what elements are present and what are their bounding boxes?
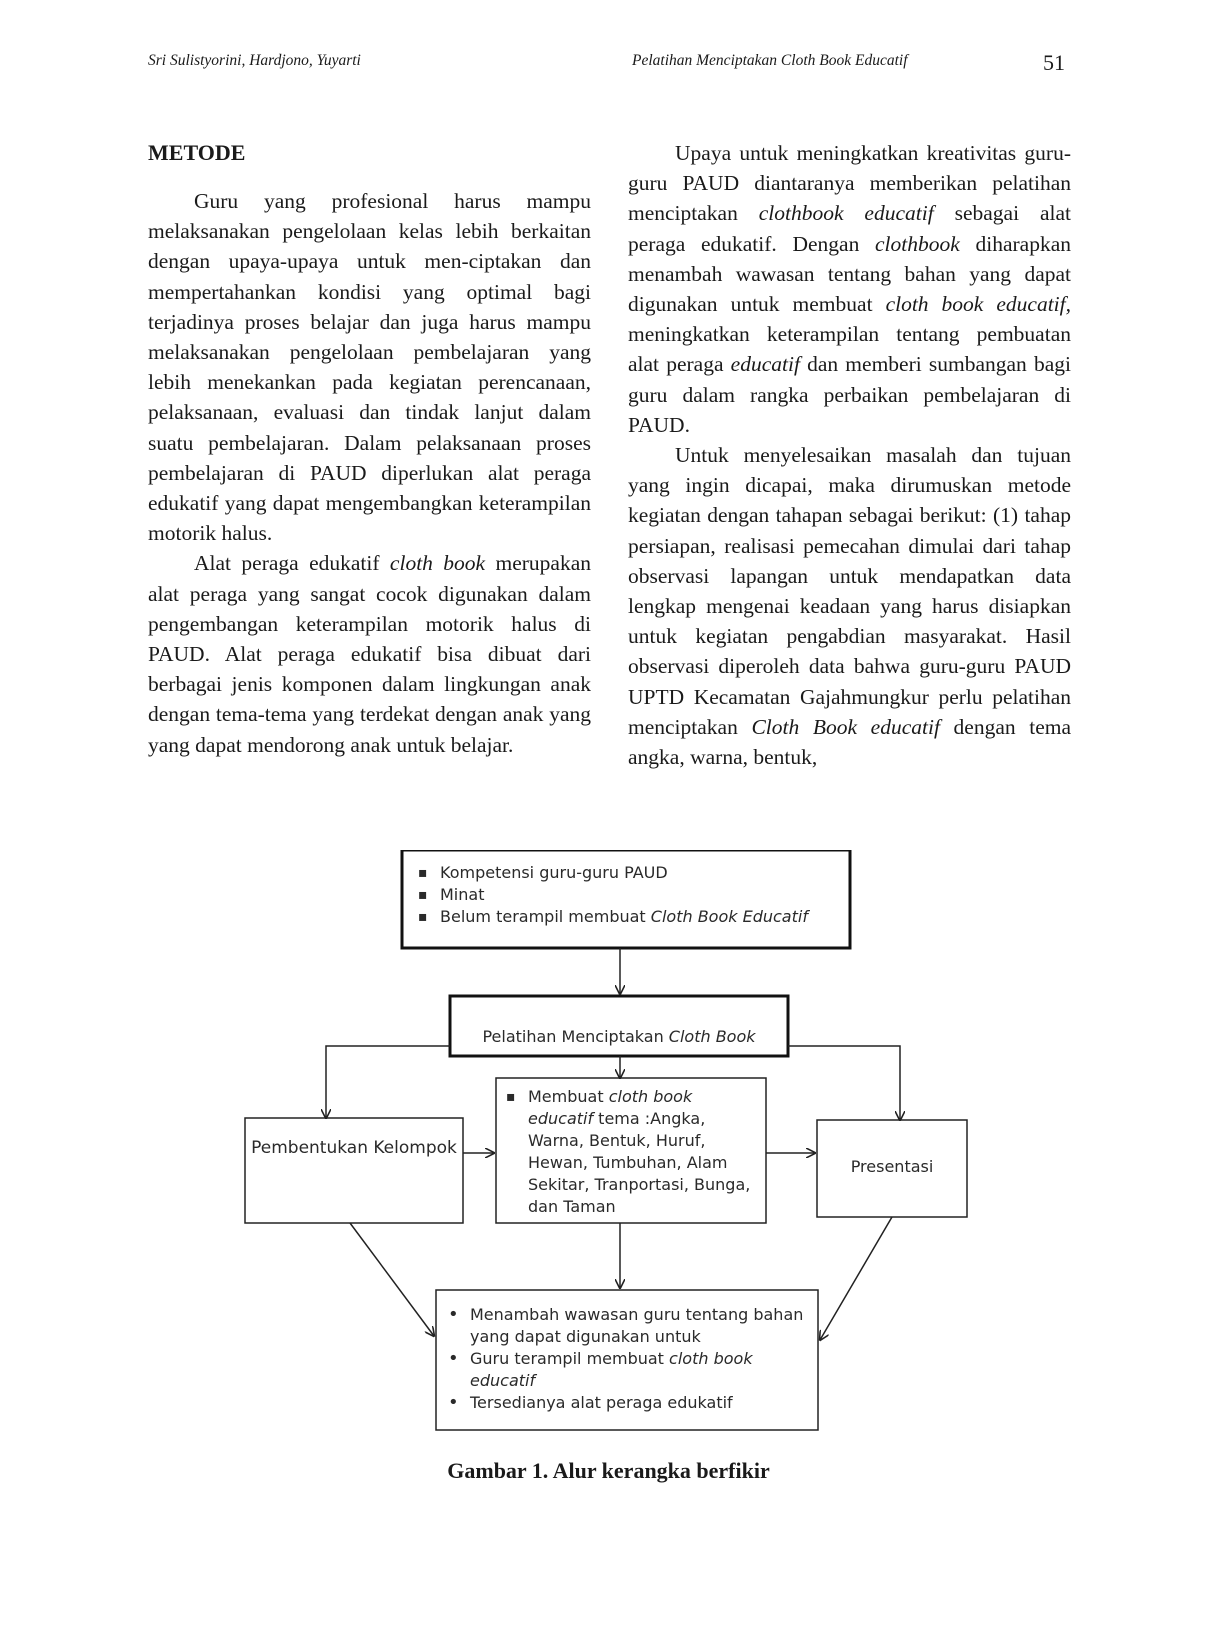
box-top-item: Belum terampil membuat Cloth Book Educat… bbox=[418, 906, 843, 928]
box-result-item: Guru terampil membuat cloth book educati… bbox=[448, 1348, 812, 1392]
paragraph: Alat peraga edukatif cloth book merupaka… bbox=[148, 551, 591, 757]
section-heading: METODE bbox=[148, 140, 246, 165]
left-column: METODE Guru yang profesional harus mampu… bbox=[148, 138, 591, 760]
box-result: Menambah wawasan guru tentang bahan yang… bbox=[448, 1304, 812, 1414]
arrow-training-to-present bbox=[788, 1045, 900, 1120]
page-number: 51 bbox=[1043, 50, 1065, 75]
box-training: Pelatihan Menciptakan Cloth Book bbox=[482, 1027, 756, 1046]
paragraph: Untuk menyelesaikan masalah dan tujuan y… bbox=[628, 443, 1072, 770]
box-make-item: Membuat cloth book educatif tema :Angka,… bbox=[506, 1086, 762, 1218]
box-training-frame bbox=[448, 994, 790, 1058]
arrow-group-to-result bbox=[349, 1222, 434, 1336]
box-top-item: Kompetensi guru-guru PAUD bbox=[418, 862, 843, 884]
box-group-frame bbox=[244, 1117, 464, 1224]
running-header: Sri Sulistyorini, Hardjono, Yuyarti Pela… bbox=[148, 50, 1068, 82]
box-top-item: Minat bbox=[418, 884, 843, 906]
header-authors: Sri Sulistyorini, Hardjono, Yuyarti bbox=[148, 52, 361, 69]
box-present-frame bbox=[816, 1119, 968, 1218]
arrow-present-to-result bbox=[820, 1216, 893, 1340]
box-result-item: Tersedianya alat peraga edukatif bbox=[448, 1392, 812, 1414]
right-column: Upaya untuk meningkatkan kreativitas gur… bbox=[628, 138, 1071, 772]
box-make: Membuat cloth book educatif tema :Angka,… bbox=[506, 1086, 762, 1218]
box-top: Kompetensi guru-guru PAUD Minat Belum te… bbox=[418, 862, 843, 928]
box-group: Pembentukan Kelompok bbox=[251, 1138, 457, 1158]
flow-diagram: Kompetensi guru-guru PAUD Minat Belum te… bbox=[240, 850, 980, 1470]
box-present: Presentasi bbox=[850, 1157, 934, 1176]
paragraph: Guru yang profesional harus mampu melaks… bbox=[148, 189, 591, 546]
paragraph: Upaya untuk meningkatkan kreativitas gur… bbox=[628, 141, 1072, 437]
header-article-title: Pelatihan Menciptakan Cloth Book Educati… bbox=[632, 52, 908, 69]
box-result-item: Menambah wawasan guru tentang bahan yang… bbox=[448, 1304, 812, 1348]
figure-caption: Gambar 1. Alur kerangka berfikir bbox=[447, 1458, 770, 1483]
arrow-training-to-group bbox=[326, 1045, 450, 1118]
